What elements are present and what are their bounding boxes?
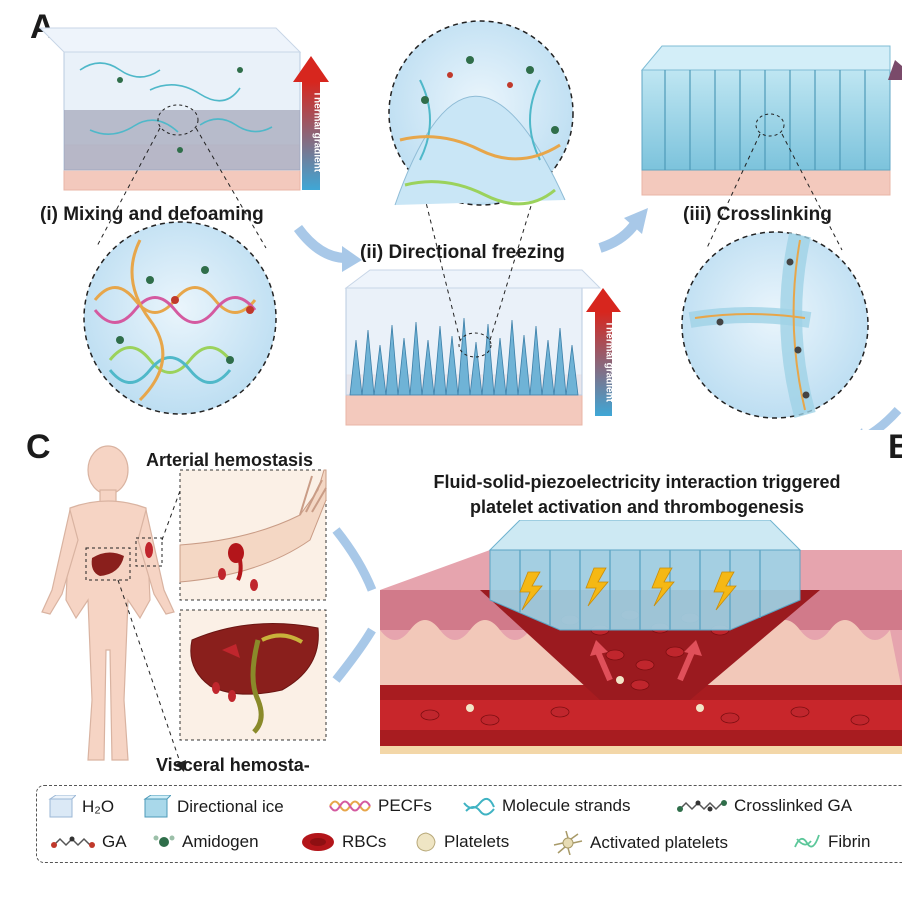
legend-label-fibrin: Fibrin bbox=[828, 832, 871, 851]
legend-label-crosslinked-ga: Crosslinked GA bbox=[734, 796, 853, 815]
visceral-hemostasis-label: Visceral hemosta- bbox=[156, 755, 310, 775]
legend-item-activated-platelets: Activated platelets bbox=[552, 831, 728, 855]
h2o-icon bbox=[48, 795, 76, 818]
flow-arrow-2-to-3 bbox=[598, 219, 641, 253]
legend-label-h2o: H₂O bbox=[82, 797, 115, 816]
panel-a-illustration bbox=[38, 20, 902, 430]
legend-item-amidogen: Amidogen bbox=[152, 831, 259, 853]
panel-label-b: B bbox=[888, 428, 902, 466]
legend-label-amidogen: Amidogen bbox=[182, 832, 259, 851]
fibrin-icon bbox=[794, 834, 820, 848]
crosslinked-ga-icon bbox=[677, 800, 727, 812]
legend-item-ga: GA bbox=[50, 831, 127, 853]
activated-platelet-icon bbox=[553, 831, 583, 855]
legend-item-platelets: Platelets bbox=[414, 831, 509, 853]
legend-item-h2o: H₂O bbox=[48, 795, 114, 819]
arterial-hemostasis-label: Arterial hemostasis bbox=[146, 450, 314, 470]
thermal-gradient-label-2: Thermal gradient bbox=[603, 320, 615, 403]
legend-box bbox=[36, 785, 902, 863]
crosslinking-box bbox=[640, 45, 891, 196]
freezing-zoom-bubble bbox=[388, 20, 574, 206]
mixing-box bbox=[38, 27, 302, 191]
panel-label-a: A bbox=[30, 8, 55, 46]
ga-icon bbox=[51, 836, 95, 848]
legend-item-molecule-strands: Molecule strands bbox=[462, 795, 631, 817]
rbc-icon bbox=[302, 833, 334, 851]
legend-item-pecfs: PECFs bbox=[328, 795, 432, 817]
platelet-icon bbox=[416, 832, 436, 852]
legend-item-fibrin: Fibrin bbox=[792, 831, 871, 853]
crosslinking-zoom-bubble bbox=[681, 231, 869, 419]
panel-b-title-line2: platelet activation and thrombogenesis bbox=[469, 497, 805, 517]
panel-label-c: C bbox=[26, 428, 51, 466]
freezing-box bbox=[344, 269, 602, 426]
legend-label-ga: GA bbox=[102, 832, 127, 851]
legend-label-directional-ice: Directional ice bbox=[177, 797, 284, 816]
liver-mini bbox=[91, 552, 124, 576]
panel-c-illustration bbox=[41, 445, 377, 772]
flow-arrow-3-to-b bbox=[868, 406, 902, 430]
step-label-mixing: (i) Mixing and defoaming bbox=[40, 204, 264, 225]
legend-item-rbcs: RBCs bbox=[300, 831, 386, 853]
thermal-gradient-arrow-1 bbox=[302, 82, 320, 190]
step-label-freezing: (ii) Directional freezing bbox=[360, 242, 565, 263]
mixing-zoom-bubble bbox=[83, 221, 277, 415]
legend-item-directional-ice: Directional ice bbox=[143, 795, 284, 819]
human-body-figure bbox=[41, 445, 175, 761]
molecule-strands-icon bbox=[463, 797, 495, 816]
legend-label-platelets: Platelets bbox=[444, 832, 510, 851]
arterial-wound-panel bbox=[179, 469, 327, 601]
wound-mini bbox=[145, 542, 153, 558]
legend-label-pecfs: PECFs bbox=[378, 796, 432, 815]
thermal-gradient-label-1: Thermal gradient bbox=[311, 90, 323, 173]
legend-label-rbcs: RBCs bbox=[342, 832, 387, 851]
panel-b-title: Fluid-solid-piezoelectricity interaction… bbox=[372, 470, 902, 520]
thermal-gradient-arrow-2 bbox=[595, 312, 612, 416]
directional-ice-icon bbox=[143, 795, 171, 818]
visceral-liver-panel bbox=[179, 609, 327, 741]
flow-arrow-c-to-b-1 bbox=[332, 527, 377, 592]
amidogen-icon bbox=[153, 835, 175, 847]
pecfs-icon bbox=[329, 800, 371, 812]
panel-b-title-line1: Fluid-solid-piezoelectricity interaction… bbox=[433, 472, 841, 492]
legend-label-molecule-strands: Molecule strands bbox=[502, 796, 631, 815]
legend-label-activated-platelets: Activated platelets bbox=[590, 833, 728, 852]
step-label-crosslinking: (iii) Crosslinking bbox=[683, 204, 832, 225]
flow-arrow-c-to-b-2 bbox=[332, 627, 376, 683]
flow-arrow-1-to-2 bbox=[293, 224, 347, 263]
legend-item-crosslinked-ga: Crosslinked GA bbox=[676, 795, 852, 817]
panel-b-wound-model bbox=[380, 520, 902, 754]
